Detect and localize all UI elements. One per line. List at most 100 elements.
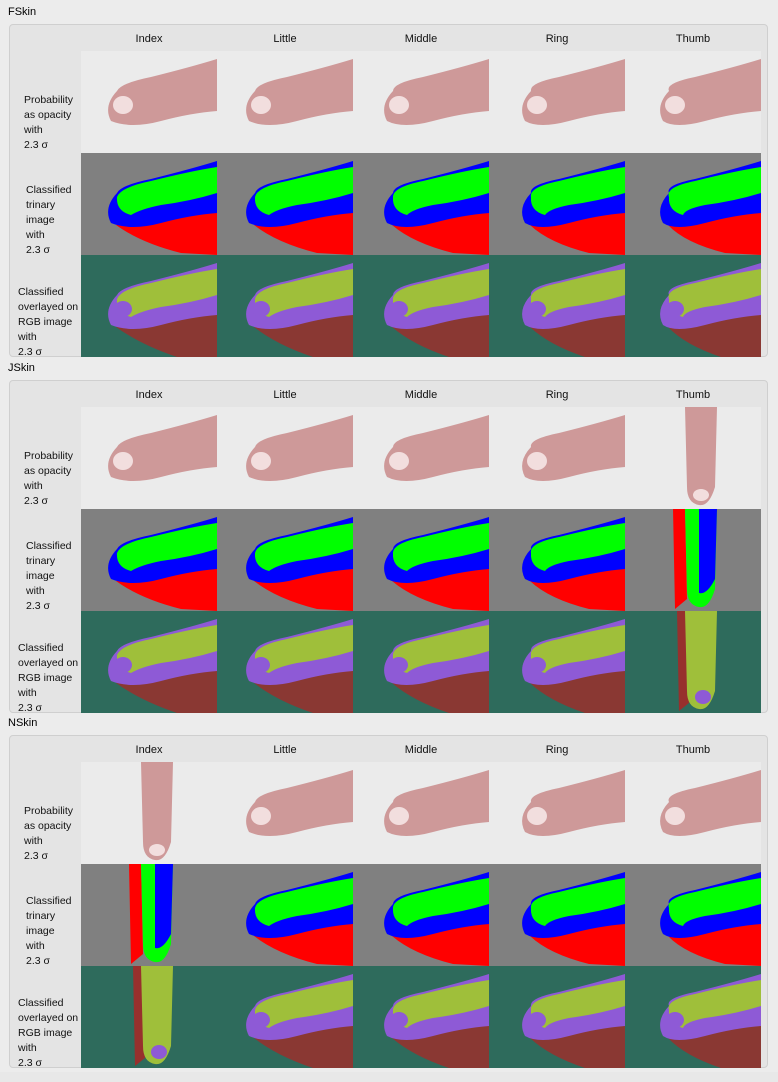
trinary-image bbox=[81, 153, 217, 255]
prob-image bbox=[217, 762, 353, 864]
trinary-image-cell bbox=[489, 153, 625, 255]
row-label-line: 2.3 σ bbox=[26, 600, 50, 612]
trinary-image-cell bbox=[489, 864, 625, 966]
trinary-image bbox=[217, 509, 353, 611]
trinary-image-cell bbox=[81, 864, 217, 966]
trinary-image bbox=[353, 509, 489, 611]
row-label-line: with bbox=[26, 940, 45, 952]
column-header: Thumb bbox=[675, 33, 711, 45]
trinary-image-cell bbox=[217, 509, 353, 611]
prob-image bbox=[625, 51, 761, 153]
overlay-image bbox=[625, 966, 761, 1068]
finger-shape bbox=[246, 59, 353, 125]
row-label-line: trinary bbox=[26, 910, 56, 922]
trinary-image-cell bbox=[625, 153, 761, 255]
overlay-image bbox=[625, 255, 761, 357]
overlay-image bbox=[625, 611, 761, 713]
prob-image-cell bbox=[217, 762, 353, 864]
row-label-line: 2.3 σ bbox=[18, 702, 42, 714]
prob-image bbox=[353, 407, 489, 509]
finger-shape bbox=[141, 762, 173, 861]
trinary-image bbox=[625, 864, 761, 966]
row-label-line: as opacity bbox=[24, 109, 72, 121]
prob-image bbox=[81, 762, 217, 864]
overlay-image-cell bbox=[489, 966, 625, 1068]
finger-shape bbox=[384, 770, 489, 836]
overlay-image bbox=[217, 255, 353, 357]
overlay-image-cell bbox=[489, 255, 625, 357]
trinary-image-cell bbox=[353, 153, 489, 255]
trinary-image bbox=[217, 864, 353, 966]
overlay-image-cell bbox=[81, 255, 217, 357]
overlay-image-cell bbox=[489, 611, 625, 713]
overlay-image-cell bbox=[625, 966, 761, 1068]
prob-image-cell bbox=[625, 407, 761, 509]
column-header: Ring bbox=[545, 744, 569, 756]
finger-shape bbox=[108, 59, 217, 125]
prob-image-cell bbox=[353, 407, 489, 509]
finger-shape bbox=[522, 770, 625, 836]
overlay-image bbox=[353, 611, 489, 713]
column-header: Index bbox=[135, 389, 163, 401]
trinary-image bbox=[81, 864, 217, 966]
row-label-line: image bbox=[26, 214, 55, 226]
trinary-image bbox=[489, 153, 625, 255]
prob-image bbox=[217, 407, 353, 509]
row-label-line: with bbox=[26, 585, 45, 597]
overlay-image-cell bbox=[353, 611, 489, 713]
column-header: Thumb bbox=[675, 389, 711, 401]
prob-image-cell bbox=[217, 51, 353, 153]
trinary-image bbox=[625, 153, 761, 255]
prob-image-cell bbox=[217, 407, 353, 509]
row-label-line: with bbox=[26, 229, 45, 241]
row-label-line: with bbox=[18, 687, 37, 699]
row-label-line: Classified bbox=[18, 642, 64, 654]
overlay-image bbox=[489, 966, 625, 1068]
trinary-image bbox=[489, 509, 625, 611]
prob-image bbox=[353, 762, 489, 864]
row-label-line: Classified bbox=[18, 286, 64, 298]
trinary-image-cell bbox=[81, 509, 217, 611]
overlay-image bbox=[489, 255, 625, 357]
prob-image-cell bbox=[81, 51, 217, 153]
row-label-line: with bbox=[18, 331, 37, 343]
overlay-image-cell bbox=[353, 255, 489, 357]
column-header: Little bbox=[273, 33, 297, 45]
row-label-line: with bbox=[24, 480, 43, 492]
section-title: NSkin bbox=[8, 717, 38, 729]
row-label-line: RGB image bbox=[18, 672, 73, 684]
finger-shape bbox=[384, 415, 489, 481]
row-label-line: 2.3 σ bbox=[26, 955, 50, 967]
overlay-image-cell bbox=[217, 255, 353, 357]
bottom-scroll-area bbox=[0, 1072, 778, 1082]
column-header: Ring bbox=[545, 33, 569, 45]
prob-image bbox=[489, 762, 625, 864]
row-label-line: Classified bbox=[26, 895, 72, 907]
row-label-line: 2.3 σ bbox=[24, 139, 48, 151]
row-label-line: Probability bbox=[24, 94, 74, 106]
overlay-image bbox=[353, 255, 489, 357]
row-label-line: with bbox=[24, 124, 43, 136]
row-label-line: overlayed on bbox=[18, 657, 79, 669]
overlay-image bbox=[81, 966, 217, 1068]
overlay-image bbox=[353, 966, 489, 1068]
overlay-image-cell bbox=[625, 255, 761, 357]
row-label-line: 2.3 σ bbox=[26, 244, 50, 256]
prob-image bbox=[81, 407, 217, 509]
row-label-line: image bbox=[26, 570, 55, 582]
row-label-line: Classified bbox=[26, 540, 72, 552]
trinary-image bbox=[353, 153, 489, 255]
row-label: Classified overlayed on RGB image with 2.3 σ bbox=[18, 641, 88, 716]
prob-image-cell bbox=[81, 407, 217, 509]
row-label-line: Classified bbox=[18, 997, 64, 1009]
prob-image-cell bbox=[625, 762, 761, 864]
section-title: FSkin bbox=[8, 6, 37, 18]
prob-image-cell bbox=[353, 51, 489, 153]
prob-image bbox=[81, 51, 217, 153]
